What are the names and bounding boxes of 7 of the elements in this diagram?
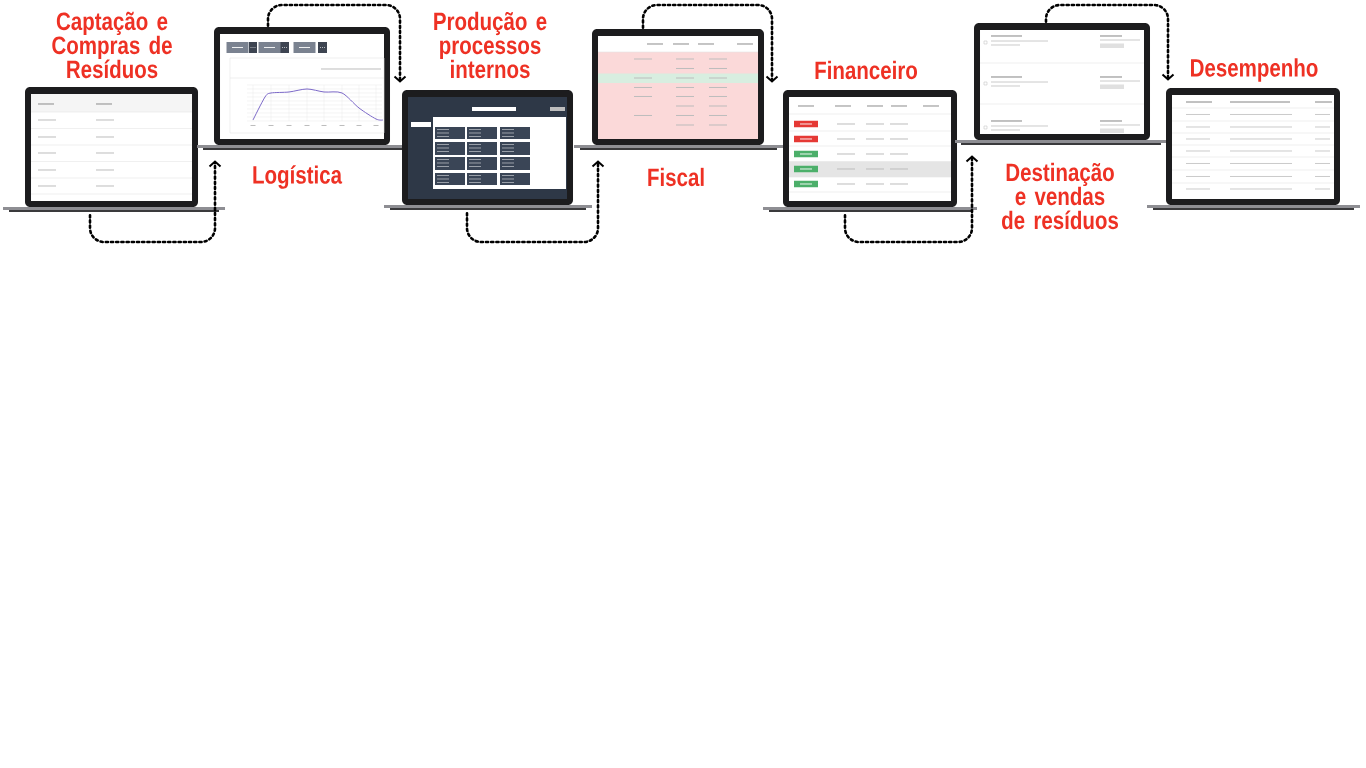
heading: Destinação e vendas de resíduos (1002, 162, 1118, 230)
heading: Produção e processos internos (434, 11, 547, 79)
heading: Captação e Compras de Resíduos (52, 11, 172, 79)
heading: Financeiro (815, 60, 918, 80)
heading: Fiscal (648, 167, 704, 187)
heading: Logística (253, 165, 343, 189)
heading: Desempenho (1191, 58, 1318, 82)
